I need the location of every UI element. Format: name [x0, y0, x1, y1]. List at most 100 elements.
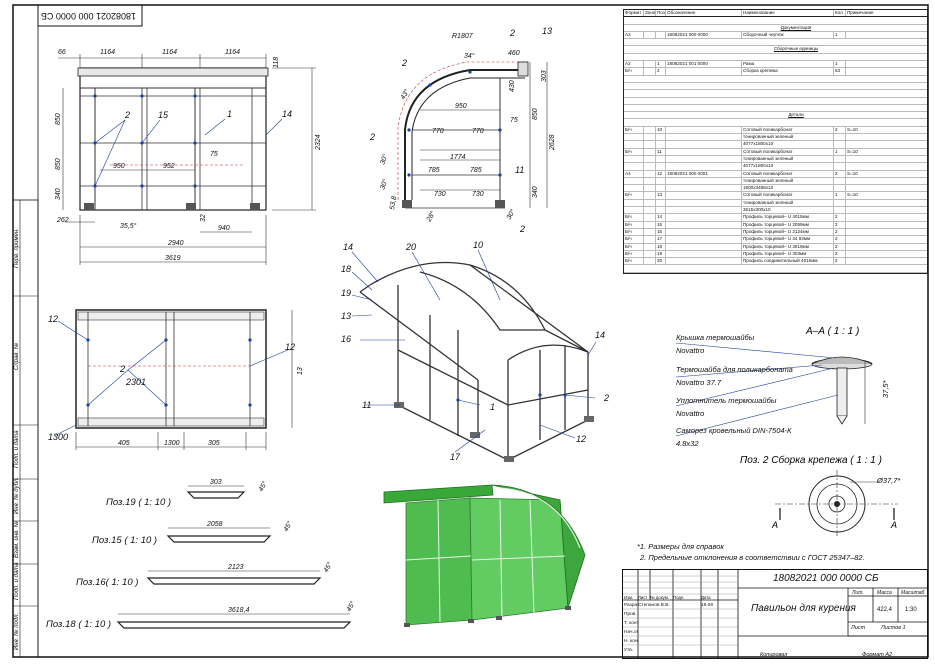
detail-title: Поз. 2 Сборка крепежа ( 1 : 1 ): [740, 454, 882, 466]
bom-cell: [656, 185, 666, 192]
profile-15-angle: 45°: [282, 520, 294, 533]
bom-cell: 16: [656, 228, 666, 236]
bom-cell: [846, 178, 927, 184]
bom-cell: 1: [656, 61, 666, 68]
bom-cell: [644, 126, 656, 134]
dim-28deg: 28°: [424, 210, 437, 224]
tb-person-cell: [638, 646, 673, 655]
bom-cell: [656, 31, 666, 39]
bom-cell: Б/ч: [624, 214, 644, 221]
label-cap: Крышка термошайбы: [676, 333, 755, 342]
bom-cell: [644, 192, 656, 199]
dim-r1807: R1807: [452, 33, 474, 40]
label-screw: Саморез кровельный DIN-7504-К: [676, 426, 792, 435]
dim-340-side: 340: [532, 186, 539, 198]
top-callout-12a: 12: [48, 314, 58, 324]
bom-cell: [624, 141, 644, 148]
profile-16-length: 2123: [227, 564, 244, 571]
bom-row: [624, 83, 927, 91]
top-stamp: 18082021 000 0000 СБ: [41, 11, 136, 21]
bom-section-title: [795, 90, 796, 96]
dim-850-b: 850: [55, 158, 62, 170]
bom-cell: 10: [656, 126, 666, 134]
bom-row: тонированный зеленый: [624, 177, 927, 186]
tb-person-cell: Нач.отд.: [624, 630, 638, 635]
callout-1: 1: [227, 109, 232, 119]
dim-952: 952: [163, 163, 175, 170]
bom-cell: S=10: [847, 192, 858, 198]
profile-16-label: Поз.16( 1: 10 ): [76, 577, 138, 588]
bom-cell: [666, 258, 742, 265]
dim-1774: 1774: [450, 154, 466, 161]
bom-section-title: [795, 54, 796, 60]
dim-30deg-c: 30°: [505, 208, 517, 221]
bom-row: [624, 98, 927, 105]
dim-850-a: 850: [55, 113, 62, 125]
bom-cell: [846, 207, 927, 213]
bom-cell: тонированный зеленый: [742, 177, 834, 185]
bom-row: 1800х3498х10: [624, 185, 927, 193]
tb-scale: 1:30: [905, 607, 917, 613]
tb-person-row: Разраб.Степанов В.В.18.08: [624, 601, 718, 610]
bom-cell: 2: [834, 258, 846, 265]
tb-person-cell: Степанов В.В.: [638, 603, 670, 608]
top-callout-2b: 2301: [125, 377, 146, 387]
bom-cell: [834, 207, 846, 214]
iso-callout-20: 20: [405, 242, 416, 252]
bom-cell: 18082021 000 0001: [666, 170, 742, 177]
bom-cell: Рама: [742, 61, 834, 68]
bom-cell: [846, 236, 927, 242]
bom-cell: А2: [624, 61, 644, 68]
bom-cell: Профиль торцевой– U 3619мм: [742, 243, 834, 250]
profile-16-angle: 45°: [322, 561, 334, 574]
bom-cell: 2: [834, 228, 846, 236]
bom-cell: [644, 148, 656, 155]
bom-cell: [846, 244, 927, 250]
bom-cell: [644, 155, 656, 163]
bom-cell: [846, 61, 927, 67]
tb-copied: Копировал: [760, 652, 788, 658]
bom-cell: [834, 141, 846, 148]
bom-cell: [656, 134, 666, 141]
bom-cell: 19: [656, 250, 666, 258]
bom-cell: [834, 134, 846, 141]
bom-cell: 4077х1800х10: [742, 141, 834, 148]
iso-callout-13: 13: [341, 311, 351, 321]
bom-section-title: [795, 17, 796, 23]
bom-section-title: [795, 76, 796, 82]
tb-person-cell: [701, 619, 718, 628]
tb-person-row: Утв.: [624, 646, 718, 655]
bom-h-zone: Зона: [645, 10, 656, 17]
label-screw-sub: 4.8х32: [676, 439, 699, 448]
bom-cell: [644, 207, 656, 214]
bom-cell: 14: [656, 214, 666, 221]
bom-cell: Профиль торцевой– U 303мм: [742, 250, 834, 258]
profile-details: 303 45° 2058 45° 2123 45° 3618,4 45° Поз…: [46, 479, 357, 630]
iso-callout-12: 12: [576, 434, 586, 444]
bom-h-designation: Обозначение: [666, 10, 742, 17]
dim-2301: 13: [297, 367, 304, 375]
bom-section-title: Сборочные единицы: [773, 46, 819, 52]
side-view: R1807 34° 2 460 13 303 2 43° 430 950 75 …: [369, 26, 556, 234]
bom-cell: [644, 134, 656, 141]
tb-person-cell: [673, 628, 701, 637]
bom-cell: [666, 214, 742, 221]
side-callout-2a: 2: [509, 28, 515, 38]
bom-cell: [644, 170, 656, 177]
bom-cell: Сотовый поликарбонат: [742, 170, 834, 177]
profile-19-length: 303: [210, 479, 222, 486]
tb-roles: Изм. Лист № докум. Подп. Дата: [624, 595, 718, 600]
bom-cell: [656, 163, 666, 170]
iso-callout-1: 1: [490, 402, 495, 412]
bom-row: [624, 39, 927, 47]
bom-cell: Сотовый поликарбонат: [742, 148, 834, 155]
bom-section-title: Документация: [780, 24, 812, 30]
tb-person-cell: [701, 628, 718, 637]
bom-cell: Профиль торцевой– U 2059мм: [742, 221, 834, 228]
